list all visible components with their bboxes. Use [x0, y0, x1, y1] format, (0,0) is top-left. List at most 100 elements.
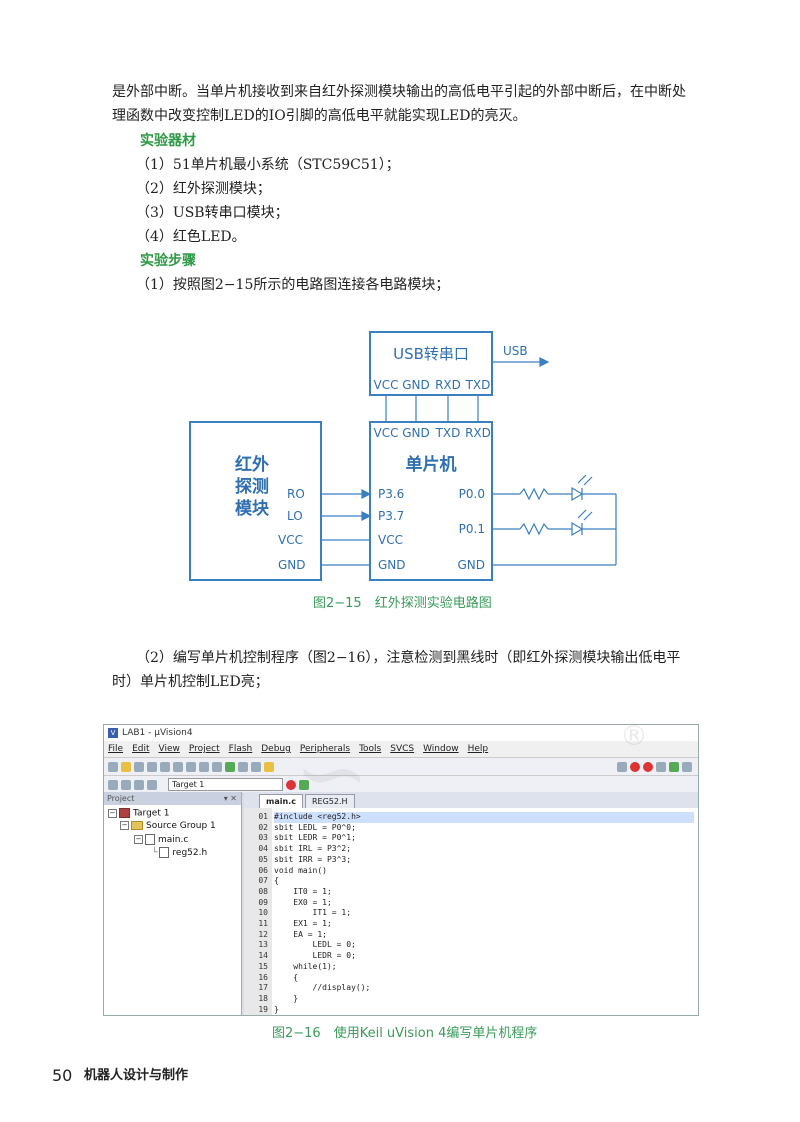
- mcu-top-pin: RXD: [465, 426, 491, 440]
- usb-pin: TXD: [465, 378, 491, 392]
- section-heading-steps: 实验步骤: [140, 253, 196, 269]
- code-text: sbit LEDL = P0^0;: [274, 822, 356, 832]
- line-number: 03: [258, 833, 268, 843]
- ir-label-line: 探测: [235, 476, 269, 497]
- code-line: 10 IT1 = 1;: [244, 908, 698, 919]
- tree-item-group[interactable]: −Source Group 1: [120, 821, 216, 831]
- menu-debug[interactable]: Debug: [261, 744, 291, 754]
- code-text: //display();: [274, 983, 371, 993]
- configure-icon[interactable]: [682, 761, 692, 772]
- paragraph-line: 理函数中改变控制LED的IO引脚的高低电平就能实现LED的亮灭。: [112, 108, 527, 124]
- menu-edit[interactable]: Edit: [132, 744, 150, 754]
- line-number: 16: [258, 972, 268, 982]
- panel-controls-icon[interactable]: ▾ ✕: [223, 794, 237, 803]
- build-icon[interactable]: [121, 779, 131, 790]
- menu-svcs[interactable]: SVCS: [390, 744, 415, 754]
- toolbar-main: [104, 758, 698, 776]
- code-line: 01#include <reg52.h>: [244, 812, 698, 823]
- translate-icon[interactable]: [108, 779, 118, 790]
- mcu-box: [369, 421, 493, 581]
- usb-pin: GND: [402, 378, 430, 392]
- code-line: 09 EX0 = 1;: [244, 898, 698, 909]
- line-number: 17: [258, 983, 268, 993]
- folder-icon: [131, 821, 143, 830]
- manage-components-icon[interactable]: [299, 779, 309, 790]
- tab-main-c[interactable]: main.c: [259, 794, 303, 808]
- undo-icon[interactable]: [199, 761, 209, 772]
- code-line: 18 }: [244, 994, 698, 1005]
- project-panel: Project ▾ ✕ −Target 1 −Source Group 1 −m…: [104, 792, 242, 1015]
- menu-window[interactable]: Window: [423, 744, 459, 754]
- line-number: 11: [258, 919, 268, 928]
- line-number: 18: [258, 993, 268, 1003]
- code-text: sbit IRR = P3^3;: [274, 854, 352, 864]
- line-number: 19: [258, 1004, 268, 1014]
- ir-pin: GND: [278, 558, 306, 572]
- new-file-icon[interactable]: [108, 761, 118, 772]
- mcu-right-pin: GND: [457, 558, 485, 572]
- code-text: EX0 = 1;: [274, 897, 332, 907]
- line-number: 06: [258, 865, 268, 875]
- code-area[interactable]: 01#include <reg52.h>02 sbit LEDL = P0^0; 0…: [244, 808, 698, 1015]
- paragraph-line: （2）编写单片机控制程序（图2−16），注意检测到黑线时（即红外探测模块输出低电…: [136, 650, 681, 666]
- ir-pin: LO: [287, 509, 303, 523]
- tab-reg52-h[interactable]: REG52.H: [304, 794, 355, 808]
- code-text: EX1 = 1;: [274, 919, 332, 928]
- toolbar-build: Target 1: [104, 776, 698, 794]
- line-number: 12: [258, 929, 268, 939]
- section-heading-equipment: 实验器材: [140, 133, 196, 149]
- window-layout-icon[interactable]: [669, 761, 679, 772]
- editor-tabs: main.c REG52.H: [244, 792, 698, 808]
- menu-tools[interactable]: Tools: [359, 744, 382, 754]
- redo-icon[interactable]: [212, 761, 222, 772]
- code-text: }: [274, 993, 299, 1003]
- bookmark-icon[interactable]: [225, 761, 235, 772]
- tree-item-target[interactable]: −Target 1: [108, 808, 170, 819]
- breakpoint-disable-icon[interactable]: [656, 761, 666, 772]
- save-all-icon[interactable]: [147, 761, 157, 772]
- copy-icon[interactable]: [173, 761, 183, 772]
- code-text: {: [274, 876, 279, 886]
- target-options-icon[interactable]: [286, 779, 296, 790]
- target-icon: [119, 808, 130, 818]
- mcu-top-pin: VCC: [374, 426, 399, 440]
- menu-flash[interactable]: Flash: [228, 744, 253, 754]
- menu-project[interactable]: Project: [188, 744, 220, 754]
- menu-view[interactable]: View: [158, 744, 180, 754]
- open-folder-icon[interactable]: [121, 761, 131, 772]
- figure-caption: 图2−15 红外探测实验电路图: [313, 596, 492, 611]
- mcu-right-pin: P0.0: [459, 487, 485, 501]
- title-bar: V LAB1 - µVision4: [104, 725, 698, 741]
- cut-icon[interactable]: [160, 761, 170, 772]
- code-line: 08 IT0 = 1;: [244, 887, 698, 898]
- indent-icon[interactable]: [238, 761, 248, 772]
- target-select[interactable]: Target 1: [168, 778, 283, 791]
- code-text: while(1);: [274, 961, 337, 971]
- ide-screenshot: ∽ ® V LAB1 - µVision4 File Edit View Pro…: [103, 724, 699, 1016]
- tree-item-reg52-h[interactable]: └reg52.h: [152, 847, 208, 858]
- tree-item-main-c[interactable]: −main.c: [134, 834, 189, 845]
- find-icon[interactable]: [264, 761, 274, 772]
- mcu-left-pin: P3.6: [378, 487, 404, 501]
- rebuild-icon[interactable]: [134, 779, 144, 790]
- line-number: 02: [258, 822, 268, 832]
- menu-peripherals[interactable]: Peripherals: [299, 744, 351, 754]
- book-title: 机器人设计与制作: [84, 1068, 189, 1083]
- menu-file[interactable]: File: [108, 744, 124, 754]
- list-item: （1）按照图2−15所示的电路图连接各电路模块；: [136, 277, 450, 293]
- paste-icon[interactable]: [186, 761, 196, 772]
- menu-bar: File Edit View Project Flash Debug Perip…: [104, 741, 698, 758]
- comment-icon[interactable]: [251, 761, 261, 772]
- download-icon[interactable]: [147, 779, 157, 790]
- breakpoint-icon[interactable]: [643, 761, 653, 772]
- save-icon[interactable]: [134, 761, 144, 772]
- line-number: 05: [258, 854, 268, 864]
- debug-start-icon[interactable]: [630, 761, 640, 772]
- line-number: 01: [258, 812, 268, 821]
- uvision-app-icon: V: [108, 728, 118, 738]
- menu-help[interactable]: Help: [467, 744, 489, 754]
- code-line: 12 EA = 1;: [244, 930, 698, 941]
- code-text: IT0 = 1;: [274, 886, 332, 896]
- find-in-files-icon[interactable]: [617, 761, 627, 772]
